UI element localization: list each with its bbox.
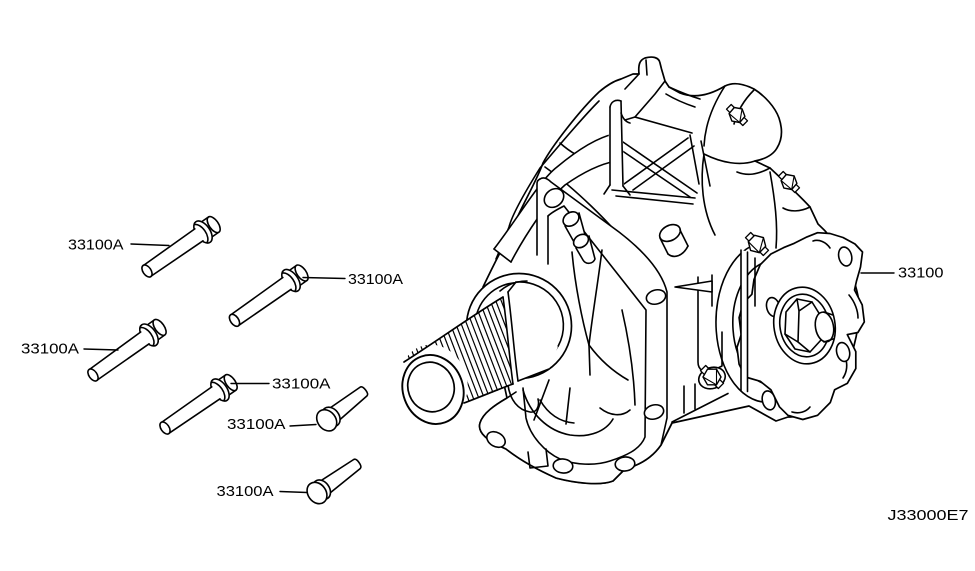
svg-text:33100A: 33100A xyxy=(68,236,124,253)
svg-text:J33000E7: J33000E7 xyxy=(888,507,969,524)
svg-text:33100A: 33100A xyxy=(348,271,403,288)
svg-text:33100A: 33100A xyxy=(21,340,79,357)
svg-text:33100: 33100 xyxy=(898,265,944,282)
svg-text:33100A: 33100A xyxy=(272,376,331,393)
svg-text:33100A: 33100A xyxy=(227,416,286,433)
svg-text:33100A: 33100A xyxy=(217,483,274,500)
